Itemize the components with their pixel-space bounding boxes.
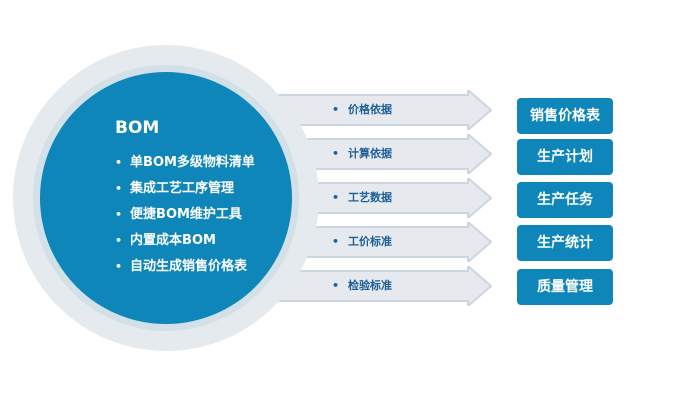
output-box-production-stats: 生产统计	[517, 225, 613, 261]
output-box-production-task: 生产任务	[517, 182, 613, 218]
arrow-label: 价格依据	[332, 90, 392, 130]
arrow-label: 计算依据	[332, 134, 392, 174]
arrow-label: 工价标准	[332, 222, 392, 262]
output-box-quality-management: 质量管理	[517, 269, 613, 305]
bom-feature: 便捷BOM维护工具	[115, 202, 255, 228]
bom-feature: 集成工艺工序管理	[115, 176, 255, 202]
bom-feature-list: 单BOM多级物料清单 集成工艺工序管理 便捷BOM维护工具 内置成本BOM 自动…	[115, 150, 255, 280]
bom-title: BOM	[115, 118, 160, 138]
output-box-sales-price-list: 销售价格表	[517, 98, 613, 134]
bom-feature: 自动生成销售价格表	[115, 254, 255, 280]
arrow-label: 检验标准	[332, 266, 392, 306]
arrow-label: 工艺数据	[332, 178, 392, 218]
bom-feature: 单BOM多级物料清单	[115, 150, 255, 176]
bom-feature: 内置成本BOM	[115, 228, 255, 254]
output-box-production-plan: 生产计划	[517, 139, 613, 175]
